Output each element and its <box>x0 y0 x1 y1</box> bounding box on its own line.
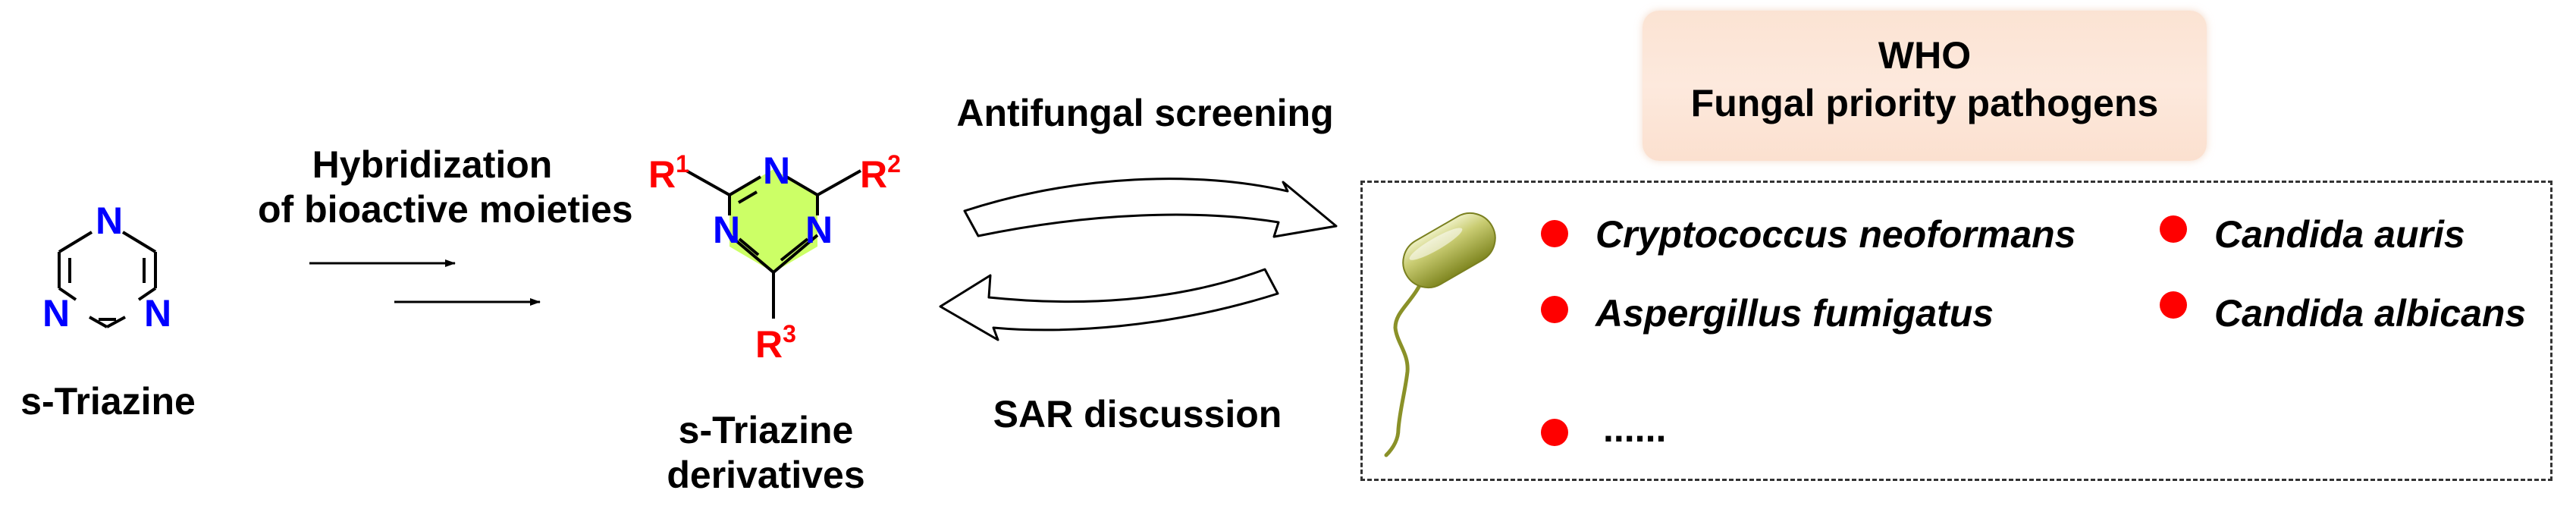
r-symbol: R <box>860 153 888 196</box>
pathogen-item: Cryptococcus neoformans <box>1595 213 2076 256</box>
sar-discussion-label: SAR discussion <box>993 393 1282 435</box>
r-index: 1 <box>676 150 689 178</box>
screening-arrow <box>963 178 1338 238</box>
pathogen-list-box <box>1360 181 2552 481</box>
hybridization-line-1: Hybridization <box>312 143 553 186</box>
bullet-dot <box>2160 291 2187 319</box>
r-index: 3 <box>783 320 796 347</box>
atom-n: N <box>96 200 124 242</box>
r1-substituent: R1 <box>648 150 689 196</box>
hybridization-label: Hybridization of bioactive moieties <box>258 143 633 232</box>
bullet-dot <box>1541 220 1568 247</box>
sar-arrow <box>939 268 1279 341</box>
bullet-dot <box>2160 215 2187 243</box>
r3-substituent: R3 <box>755 320 796 366</box>
pathogen-item: Candida albicans <box>2214 292 2527 335</box>
s-triazine-label: s-Triazine <box>20 380 196 423</box>
r-index: 2 <box>887 150 901 178</box>
who-box <box>1643 11 2207 161</box>
pathogen-item: Candida auris <box>2214 213 2465 256</box>
who-line-1: WHO <box>1878 34 1972 77</box>
r-symbol: R <box>648 153 676 196</box>
atom-n: N <box>144 292 172 335</box>
derivatives-line-2: derivatives <box>667 454 865 496</box>
bullet-dot <box>1541 419 1568 446</box>
hybridization-line-2: of bioactive moieties <box>258 188 633 231</box>
pathogen-item: Aspergillus fumigatus <box>1595 292 1994 335</box>
antifungal-screening-label: Antifungal screening <box>956 92 1334 134</box>
substituted-triazine-structure <box>686 169 861 319</box>
atom-n: N <box>713 209 741 251</box>
who-line-2: Fungal priority pathogens <box>1690 82 2159 124</box>
r2-substituent: R2 <box>860 150 901 196</box>
derivatives-label: s-Triazine derivatives <box>641 408 891 498</box>
atom-n: N <box>805 209 833 251</box>
derivatives-line-1: s-Triazine <box>678 409 854 451</box>
atom-n: N <box>763 149 791 192</box>
bullet-dot <box>1541 296 1568 323</box>
r-symbol: R <box>755 323 783 366</box>
s-triazine-structure <box>58 231 157 328</box>
atom-n: N <box>42 292 71 335</box>
pathogen-item-more: ...... <box>1603 407 1667 450</box>
bacterium-icon <box>1384 212 1496 457</box>
who-title: WHO Fungal priority pathogens <box>1643 32 2207 127</box>
